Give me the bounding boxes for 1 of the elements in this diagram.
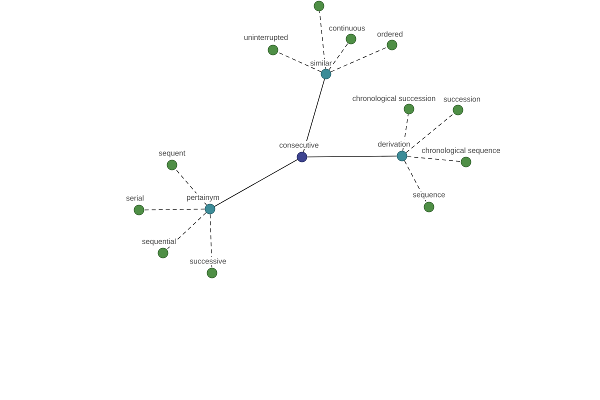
node-circle [314, 0, 324, 12]
